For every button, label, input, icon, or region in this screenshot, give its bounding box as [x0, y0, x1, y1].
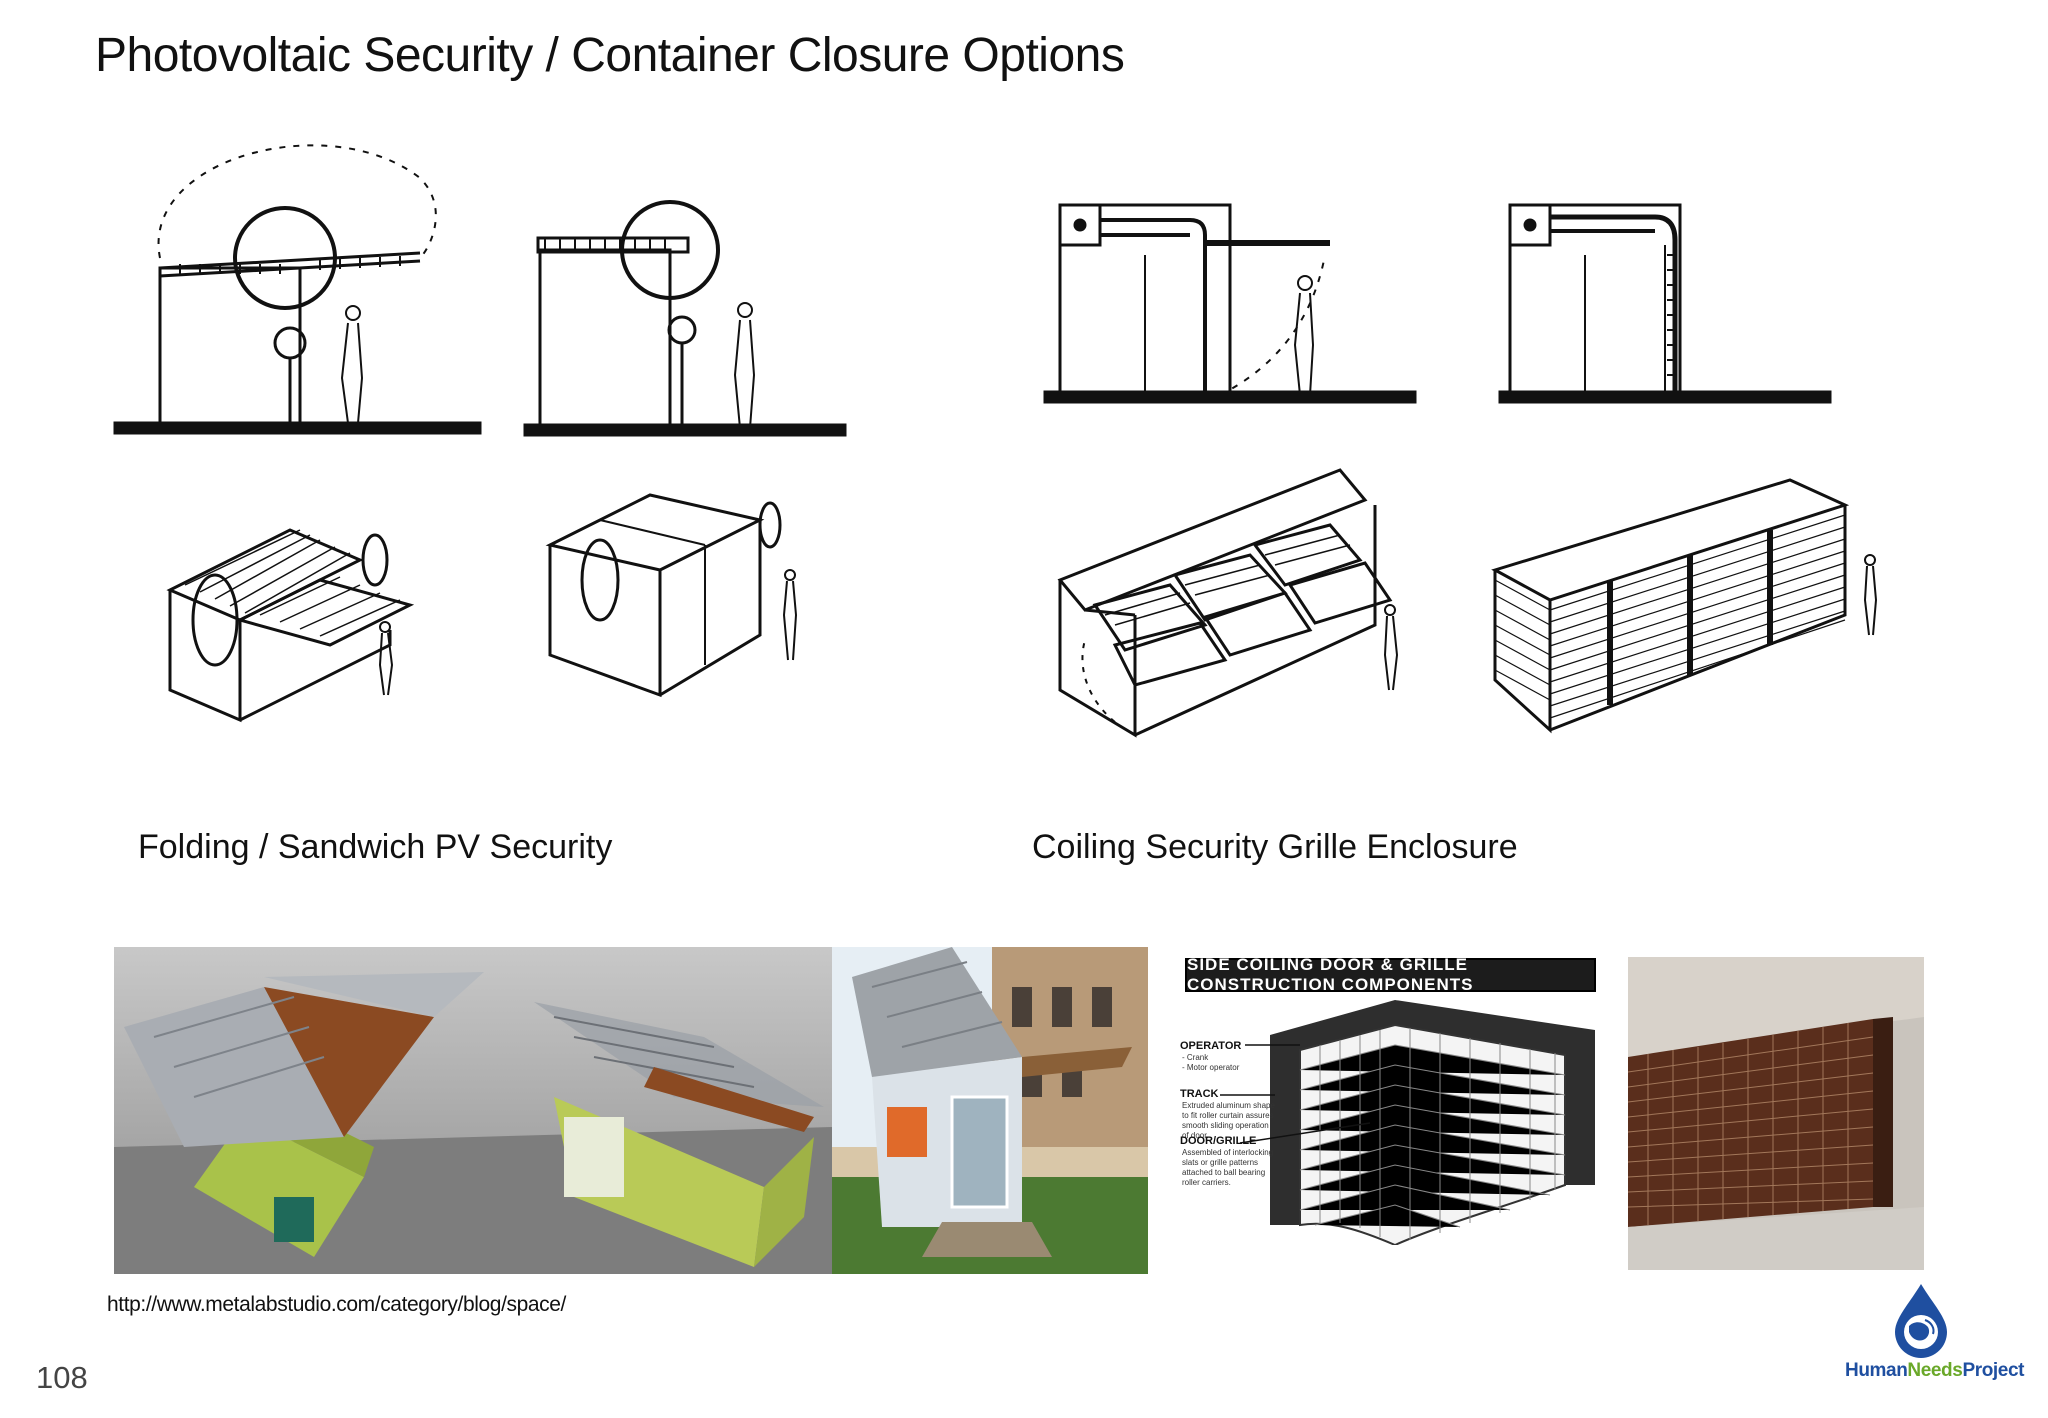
sketch-coiling-elevation-open — [1040, 195, 1420, 415]
label-track: TRACK — [1180, 1088, 1219, 1100]
sketch-folding-iso-open — [160, 515, 420, 725]
caption-coiling-grille: Coiling Security Grille Enclosure — [1032, 828, 1518, 866]
label-operator: OPERATOR — [1180, 1040, 1242, 1052]
logo-word-project: Project — [1962, 1360, 2025, 1381]
diagram-title: SIDE COILING DOOR & GRILLE CONSTRUCTION … — [1185, 955, 1596, 994]
sketch-coiling-elevation-closed — [1495, 195, 1835, 415]
photo-container-built — [832, 947, 1148, 1274]
human-needs-project-logo-icon — [1893, 1282, 1949, 1358]
sketch-coiling-iso-open — [1055, 465, 1465, 740]
photo-container-renders — [114, 947, 832, 1274]
label-door-grille-desc: Assembled of interlocking slats or grill… — [1182, 1148, 1274, 1187]
label-operator-desc: - Crank - Motor operator — [1182, 1053, 1240, 1072]
logo-wordmark: HumanNeedsProject — [1845, 1360, 2024, 1382]
sketch-folding-elevation-open — [110, 118, 490, 438]
label-track-desc: Extruded aluminum shape to fit roller cu… — [1182, 1101, 1275, 1140]
sketch-folding-elevation-closed — [520, 180, 850, 440]
caption-folding-pv: Folding / Sandwich PV Security — [138, 828, 613, 866]
sketch-coiling-iso-closed — [1490, 470, 1890, 740]
logo-word-human: Human — [1845, 1360, 1908, 1381]
page-title: Photovoltaic Security / Container Closur… — [95, 29, 1125, 82]
logo-word-needs: Needs — [1907, 1360, 1963, 1381]
source-url: http://www.metalabstudio.com/category/bl… — [107, 1293, 566, 1316]
sketch-folding-iso-closed — [540, 485, 810, 705]
photo-coiling-grille — [1628, 957, 1924, 1270]
page-number: 108 — [36, 1360, 88, 1395]
label-door-grille: DOOR/GRILLE — [1180, 1135, 1257, 1147]
diagram-coiling-door — [1180, 995, 1595, 1245]
